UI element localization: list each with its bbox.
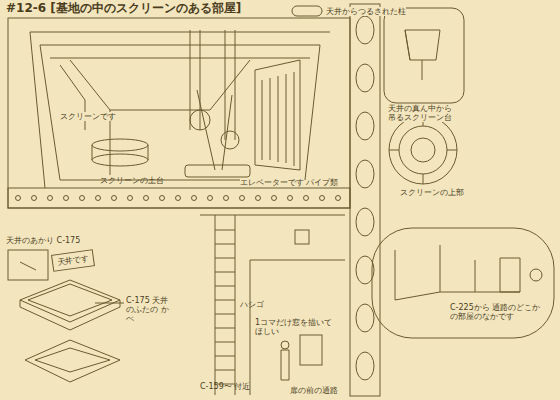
note-label: エレベーターです: [240, 178, 304, 187]
screen-base: [92, 145, 148, 160]
elevator-door: [255, 60, 300, 170]
ceiling-view: [8, 250, 48, 280]
note-label: 1コマだけ窓を描いてほしい: [255, 318, 335, 336]
note-label: C-159〜 付近: [200, 382, 250, 391]
figure: [281, 350, 289, 380]
portholes: [356, 208, 374, 236]
rivets: [128, 196, 133, 201]
note-label: スクリーンの上部: [400, 188, 464, 197]
rivets: [48, 196, 53, 201]
note-label: C-175 天井のふたの かべ: [126, 296, 176, 324]
rivets: [256, 196, 261, 201]
ceiling-hole: [25, 340, 120, 382]
screen-box: [405, 30, 440, 80]
rivets: [288, 196, 293, 201]
rivets: [304, 196, 309, 201]
rivets: [208, 196, 213, 201]
leader: [95, 303, 124, 304]
rivets: [192, 196, 197, 201]
rivets: [16, 196, 341, 201]
rivets: [336, 196, 341, 201]
ladder-rungs: [215, 328, 235, 329]
screen-disc: [389, 116, 457, 184]
room-panel: [372, 228, 554, 338]
ladder-rungs: [215, 356, 235, 357]
ladder-rungs: [215, 272, 235, 273]
portholes: [356, 16, 374, 380]
rivets: [320, 196, 325, 201]
rivets: [240, 196, 245, 201]
ladder-rungs: [215, 244, 235, 245]
ladder-rungs: [215, 370, 235, 371]
rivets: [272, 196, 277, 201]
ladder-rungs: [215, 230, 235, 384]
note-label: 天井のあかり C-175: [6, 236, 80, 245]
corridor-room: [395, 245, 520, 300]
room-walls: [30, 32, 330, 188]
rivets: [80, 196, 85, 201]
rivets: [96, 196, 101, 201]
door-window: [300, 335, 322, 365]
note-label: ハシゴ: [240, 300, 264, 309]
portholes: [356, 352, 374, 380]
note-label: 天井からつるされた柱: [326, 7, 406, 16]
rivets: [64, 196, 69, 201]
sheet-title: #12-6 [基地の中のスクリーンのある部屋]: [6, 2, 241, 16]
screen-disc: [411, 138, 435, 162]
note-label: 扉の前の通路: [290, 386, 338, 395]
note-label: パイプ類: [306, 178, 338, 187]
screen-disc: [389, 116, 457, 184]
screen-disc: [399, 126, 447, 174]
ladder-rungs: [215, 300, 235, 301]
portholes: [356, 304, 374, 332]
note-text: 天井です: [57, 254, 90, 267]
portholes: [356, 256, 374, 284]
rivets: [160, 196, 165, 201]
note-label: スクリーンです: [60, 112, 116, 121]
portholes: [356, 112, 374, 140]
ladder-rungs: [215, 314, 235, 315]
portholes: [356, 64, 374, 92]
wall-light: [530, 269, 542, 281]
rivets: [16, 196, 21, 201]
figure: [281, 341, 289, 349]
screen-panel: [384, 8, 464, 103]
side-panel: [350, 4, 380, 396]
ladder-rungs: [215, 286, 235, 287]
rivet-band: [8, 188, 350, 208]
ladder-rungs: [215, 342, 235, 343]
pulley: [221, 131, 239, 149]
note-box: 天井です: [51, 249, 95, 272]
ladder: [200, 215, 345, 395]
elevator-base: [185, 165, 250, 177]
note-label: スクリーンの土台: [100, 176, 164, 185]
room-ceiling: [60, 60, 250, 175]
rivets: [224, 196, 229, 201]
room-frame: [8, 18, 350, 208]
hanging-pillar-top: [292, 6, 322, 16]
rivets: [144, 196, 149, 201]
wall: [250, 260, 345, 395]
rivets: [176, 196, 181, 201]
ceiling-lid: [20, 280, 120, 330]
portholes: [356, 160, 374, 188]
screen-base: [92, 139, 148, 151]
vent: [295, 230, 309, 244]
rivets: [32, 196, 37, 201]
ladder-rungs: [215, 230, 235, 231]
note-label: 天井の真ん中から吊るスクリーン台: [388, 104, 454, 122]
ceiling-view: [20, 262, 36, 270]
screen-base: [92, 154, 148, 166]
note-label: C-225から 通路のどこかの部屋のなかです: [450, 303, 545, 321]
pulley: [190, 110, 210, 130]
ladder-rungs: [215, 258, 235, 259]
rivets: [112, 196, 117, 201]
portholes: [356, 16, 374, 44]
